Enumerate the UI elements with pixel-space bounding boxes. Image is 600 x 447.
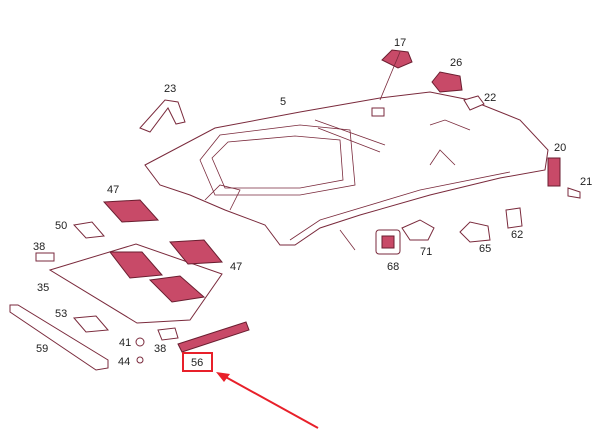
label-65: 65	[479, 243, 491, 255]
part-71[interactable]	[401, 219, 435, 241]
part-59[interactable]	[9, 304, 109, 371]
label-47-lower: 47	[230, 261, 242, 273]
part-50[interactable]	[73, 221, 105, 239]
part-56[interactable]	[177, 321, 250, 353]
label-50: 50	[55, 220, 67, 232]
label-35: 35	[37, 282, 49, 294]
label-44: 44	[118, 356, 130, 368]
part-38-right[interactable]	[157, 327, 179, 341]
label-41: 41	[119, 337, 131, 349]
label-26: 26	[450, 57, 462, 69]
label-20: 20	[554, 142, 566, 154]
label-22: 22	[484, 92, 496, 104]
part-44[interactable]	[136, 356, 144, 364]
label-21: 21	[580, 176, 592, 188]
part-26[interactable]	[431, 71, 463, 93]
label-23: 23	[164, 83, 176, 95]
part-53[interactable]	[72, 315, 110, 333]
part-23[interactable]	[139, 99, 186, 133]
part-62[interactable]	[505, 207, 523, 229]
highlight-box	[182, 352, 213, 372]
label-38-left: 38	[33, 241, 45, 253]
part-22[interactable]	[463, 95, 485, 111]
label-71: 71	[420, 246, 432, 258]
label-62: 62	[511, 229, 523, 241]
label-56: 56	[191, 357, 203, 369]
part-47-upper[interactable]	[102, 199, 160, 223]
highlight-arrow	[221, 374, 319, 429]
label-53: 53	[55, 308, 67, 320]
label-47-upper: 47	[107, 184, 119, 196]
part-47-lower[interactable]	[168, 239, 224, 265]
part-21[interactable]	[567, 187, 581, 199]
part-17[interactable]	[371, 49, 413, 117]
arrow-head-icon	[216, 372, 230, 382]
part-35-shelf[interactable]	[48, 243, 223, 324]
label-17: 17	[394, 37, 406, 49]
label-5: 5	[280, 96, 286, 108]
part-20[interactable]	[547, 157, 561, 187]
label-38-right: 38	[154, 343, 166, 355]
part-38-left[interactable]	[35, 252, 55, 262]
headliner-part-5[interactable]	[144, 91, 549, 251]
part-65[interactable]	[459, 221, 491, 243]
label-68: 68	[387, 261, 399, 273]
part-41[interactable]	[135, 337, 145, 347]
label-59: 59	[36, 343, 48, 355]
